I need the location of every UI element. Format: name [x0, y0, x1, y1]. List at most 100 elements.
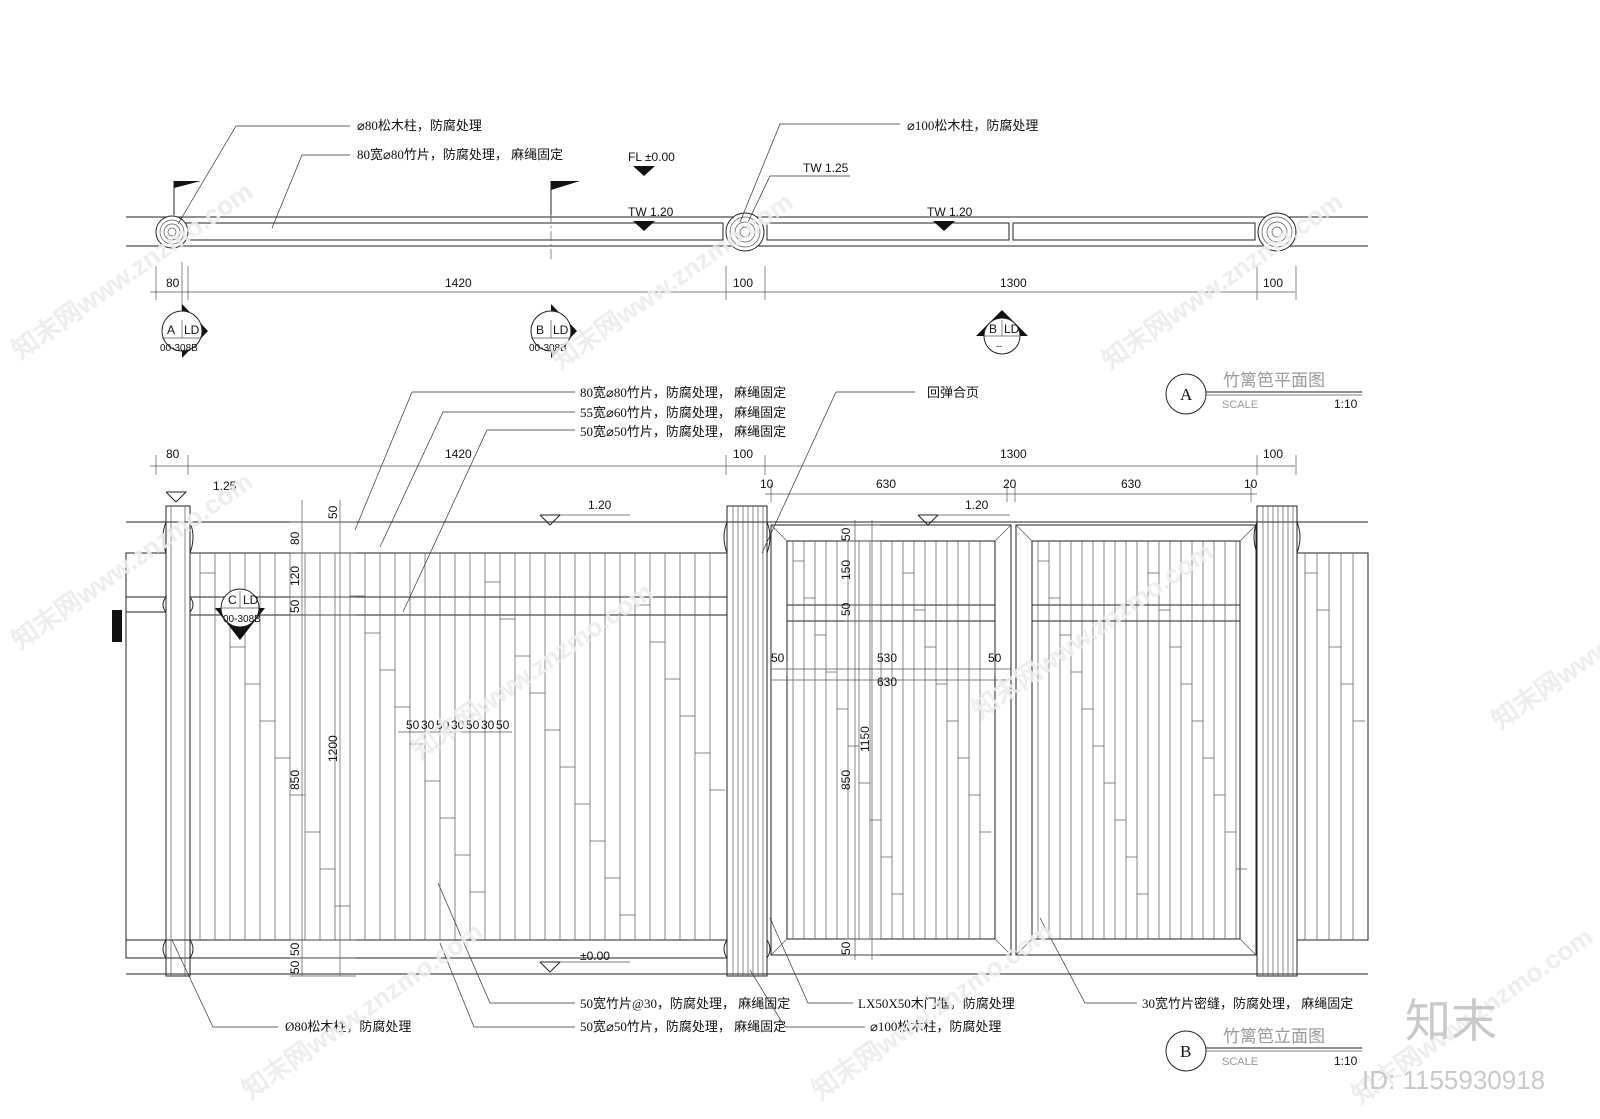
elevation-title-block: B 竹篱笆立面图 SCALE 1:10 — [1165, 1027, 1362, 1072]
elev-dim-1420: 1420 — [445, 447, 472, 461]
watermark-text: 知末网www.znzmo.com — [236, 916, 488, 1105]
gate-vdim-50b: 50 — [839, 602, 853, 616]
plan-title-block: A 竹篱笆平面图 SCALE 1:10 — [1165, 371, 1362, 415]
plan-note-post80: ⌀80松木柱，防腐处理 — [357, 118, 482, 133]
vdim-850: 850 — [288, 770, 302, 790]
elev-note-slat30: 50宽竹片@30，防腐处理， 麻绳固定 — [580, 996, 790, 1011]
elev-scale-label: SCALE — [1222, 1056, 1258, 1068]
elevation-post-100-b — [1256, 505, 1298, 977]
level-zero: ±0.00 — [580, 949, 610, 963]
elev-title-name: 竹篱笆立面图 — [1223, 1027, 1325, 1046]
plan-scale-label: SCALE — [1222, 399, 1258, 411]
level-125: 1.25 — [213, 479, 237, 493]
elev-title-letter: B — [1180, 1042, 1191, 1061]
gate-dimensions — [771, 520, 1011, 960]
elev-scale-value: 1:10 — [1334, 1054, 1358, 1068]
vdim-1200: 1200 — [326, 735, 340, 762]
callout-a-letter: A — [167, 323, 175, 337]
plan-note-slat80: 80宽⌀80竹片，防腐处理， 麻绳固定 — [357, 147, 563, 162]
elev-note-50: 50宽⌀50竹片，防腐处理， 麻绳固定 — [580, 424, 786, 439]
plan-scale-value: 1:10 — [1334, 397, 1358, 411]
plan-post-100-a — [725, 212, 765, 252]
elev-note-80: 80宽⌀80竹片，防腐处理， 麻绳固定 — [580, 385, 786, 400]
gate-hdim-530: 530 — [877, 651, 897, 665]
elev-dim-100a: 100 — [733, 447, 753, 461]
level-marker-icon — [633, 221, 655, 231]
plan-dim-80: 80 — [166, 276, 180, 290]
plan-title-letter: A — [1180, 385, 1193, 404]
elev-dim-1300: 1300 — [1000, 447, 1027, 461]
level-120a: 1.20 — [588, 498, 612, 512]
callout-c-sheet: 00-308B — [223, 614, 261, 625]
watermark-text: 知末网www.znzmo.com — [966, 536, 1218, 725]
vdim-50-b1: 50 — [288, 942, 302, 956]
watermark-text: 知末网www.znzmo.com — [1486, 546, 1600, 735]
callout-b-sheet: 00-308B — [529, 343, 567, 354]
elev-note-hinge: 回弹合页 — [927, 385, 979, 400]
spacing-dim: 30 — [421, 718, 435, 732]
elev-dim-80: 80 — [166, 447, 180, 461]
section-callout-c: C LD 00-308B — [215, 588, 265, 640]
callout-c-code: LD — [243, 593, 259, 607]
gate-left — [770, 524, 1012, 956]
gate-hdim-630: 630 — [877, 675, 897, 689]
vdim-50-b2: 50 — [288, 960, 302, 974]
elevation-dimensions-left — [290, 500, 356, 977]
spacing-dim: 50 — [496, 718, 510, 732]
level-120b: 1.20 — [965, 498, 989, 512]
gate-dim-630b: 630 — [1121, 477, 1141, 491]
watermark-text: 知末网www.znzmo.com — [6, 176, 258, 365]
vdim-120: 120 — [288, 566, 302, 586]
callout-a-code: LD — [184, 323, 200, 337]
spacing-dim: 30 — [451, 718, 465, 732]
elev-dim-100b: 100 — [1263, 447, 1283, 461]
elev-note-post100: ⌀100松木柱，防腐处理 — [870, 1019, 1001, 1034]
plan-post-100-b — [1257, 212, 1297, 252]
brand-watermark: 知末 — [1405, 995, 1497, 1047]
gate-dim-10a: 10 — [760, 477, 774, 491]
plan-level-fl: FL ±0.00 — [628, 150, 675, 164]
spacing-dim: 50 — [466, 718, 480, 732]
gate-dim-630a: 630 — [876, 477, 896, 491]
section-callout-b2: B LD -- — [975, 310, 1029, 355]
plan-note-post100: ⌀100松木柱，防腐处理 — [907, 118, 1038, 133]
vdim-50-top: 50 — [326, 505, 340, 519]
plan-dim-100a: 100 — [733, 276, 753, 290]
plan-dim-1420: 1420 — [445, 276, 472, 290]
watermark-text: 知末网www.znzmo.com — [1096, 186, 1348, 375]
elev-note-dense: 30宽竹片密缝，防腐处理， 麻绳固定 — [1142, 996, 1353, 1011]
gate-vdim-150: 150 — [839, 560, 853, 580]
callout-b-code: LD — [553, 323, 569, 337]
section-callout-b: B LD 00-308B — [529, 304, 577, 358]
plan-dim-1300: 1300 — [1000, 276, 1027, 290]
plan-post-80 — [155, 215, 189, 249]
plan-level-tw2: TW 1.20 — [927, 205, 973, 219]
gate-vdim-850: 850 — [839, 770, 853, 790]
level-marker-icon — [633, 166, 655, 176]
elev-note-post80: Ø80松木柱，防腐处理 — [285, 1019, 411, 1034]
section-callout-a: A LD 00-308B — [160, 262, 208, 358]
id-watermark: ID: 1155930918 — [1362, 1065, 1545, 1095]
plan-dimension-line — [150, 266, 1297, 300]
gate-vdim-1150: 1150 — [858, 726, 872, 752]
callout-b2-code: LD — [1004, 322, 1020, 336]
plan-level-tw1: TW 1.20 — [628, 205, 674, 219]
gate-vdim-50a: 50 — [839, 527, 853, 541]
gate-vdim-50c: 50 — [839, 941, 853, 955]
vdim-80: 80 — [288, 531, 302, 545]
callout-b2-letter: B — [989, 322, 997, 336]
elevation-dimensions-top — [150, 455, 1297, 502]
callout-b-letter: B — [536, 323, 544, 337]
gate-dim-20: 20 — [1003, 477, 1017, 491]
level-marker-icon — [933, 221, 955, 231]
gate-hdim-50b: 50 — [988, 651, 1002, 665]
elev-note-slat50: 50宽⌀50竹片，防腐处理， 麻绳固定 — [580, 1019, 786, 1034]
spacing-dim: 50 — [436, 718, 450, 732]
elev-note-55: 55宽⌀60竹片，防腐处理， 麻绳固定 — [580, 405, 786, 420]
vdim-50-mid: 50 — [288, 599, 302, 613]
watermark-text: 知末网www.znzmo.com — [6, 466, 258, 655]
callout-b2-sheet: -- — [996, 341, 1002, 351]
plan-level-tw125: TW 1.25 — [803, 161, 849, 175]
callout-a-sheet: 00-308B — [160, 343, 198, 354]
